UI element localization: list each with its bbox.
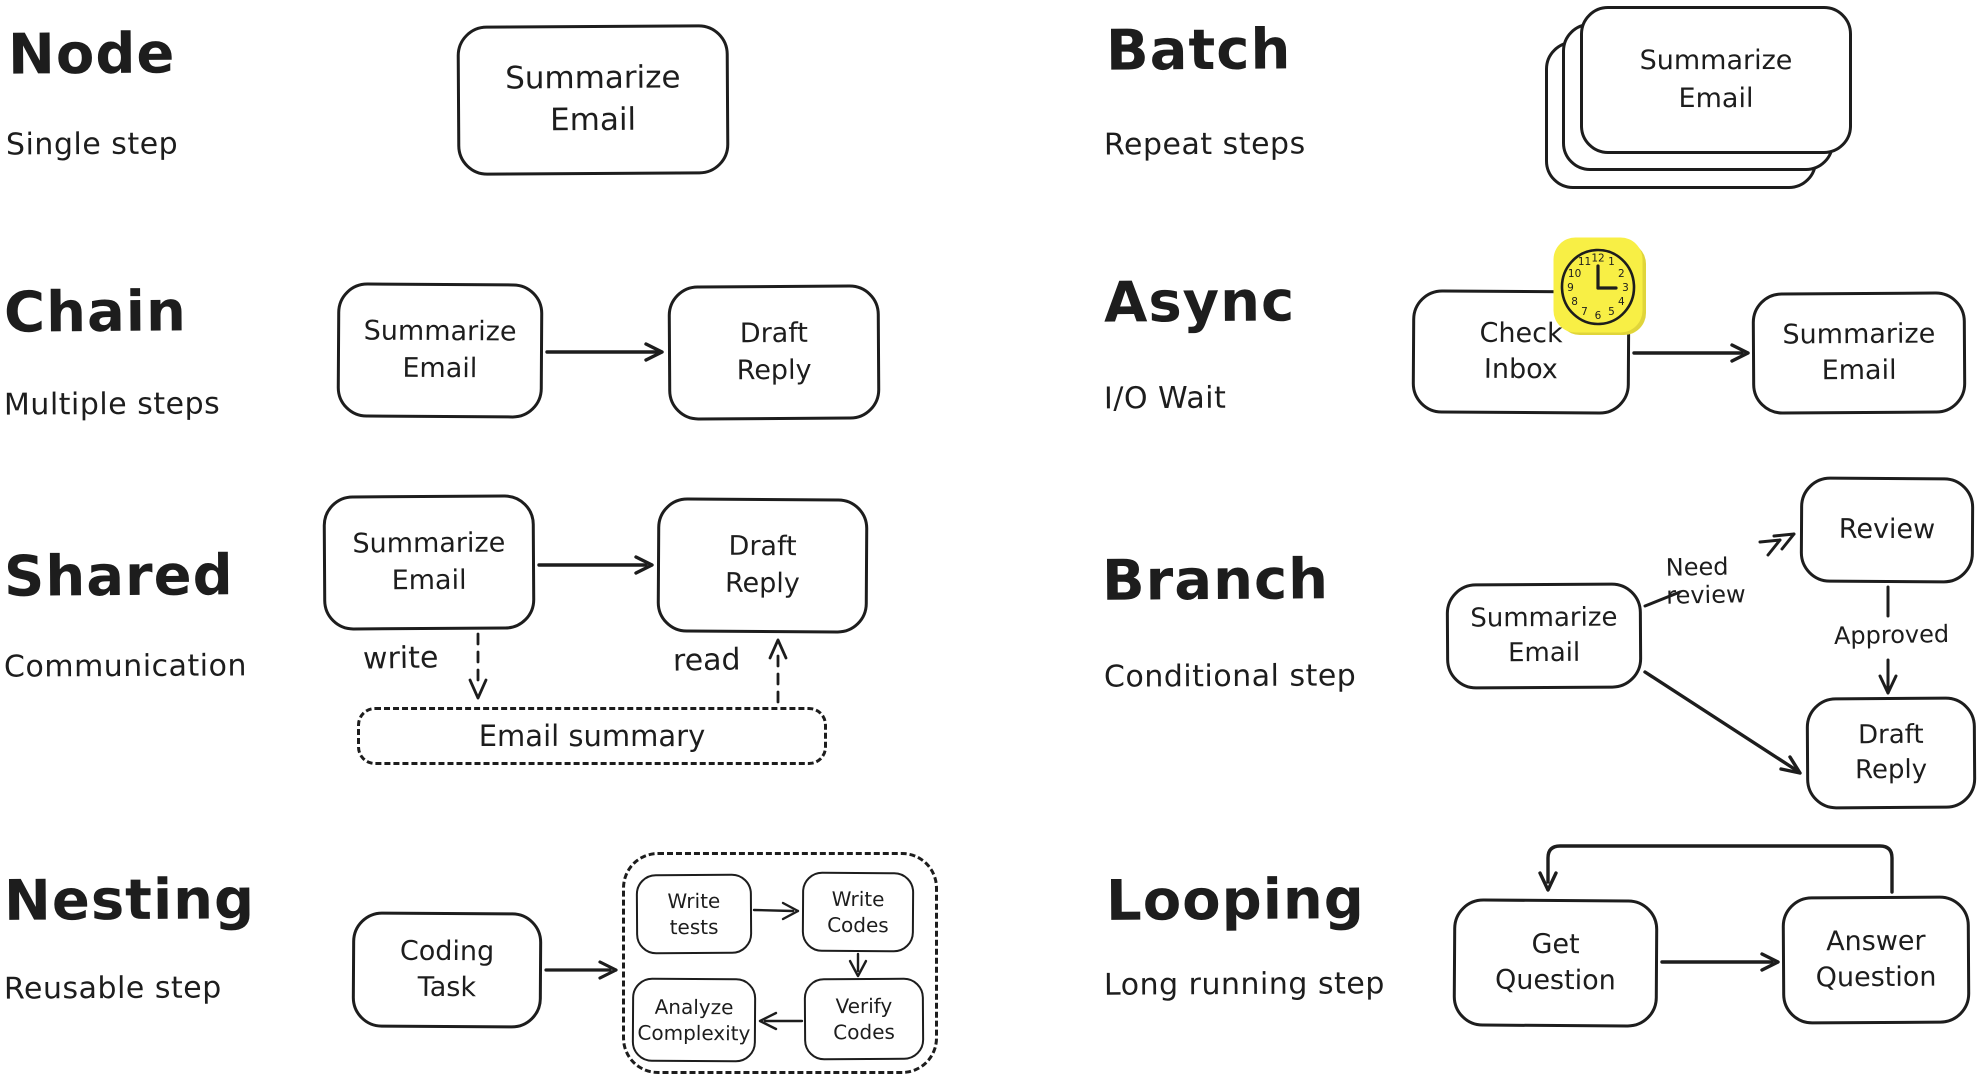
clock-face	[1560, 248, 1636, 326]
node-step-box: Summarize Email	[456, 24, 730, 176]
nesting-analyze-complexity-box: Analyze Complexity	[631, 977, 757, 1063]
shared-step2-box: Draft Reply	[656, 497, 869, 634]
clock-number: 2	[1618, 268, 1625, 280]
shared-subtitle: Communication	[3, 648, 248, 685]
node-title: Node	[7, 21, 176, 88]
arrow-looping-back	[1538, 844, 1894, 894]
arrow-shared-read	[768, 638, 788, 704]
branch-review-box: Review	[1799, 476, 1975, 584]
batch-subtitle: Repeat steps	[1103, 126, 1306, 163]
nesting-outer-step-box: Coding Task	[351, 911, 543, 1029]
arrow-chain	[545, 342, 664, 362]
nesting-subtitle: Reusable step	[3, 970, 222, 1007]
shared-read-label: read	[672, 642, 741, 679]
arrow-async	[1632, 343, 1750, 363]
branch-approved-label: Approved	[1833, 619, 1950, 651]
chain-step2-box: Draft Reply	[667, 284, 881, 421]
chain-subtitle: Multiple steps	[3, 386, 221, 423]
batch-title: Batch	[1105, 17, 1292, 84]
shared-step1-box: Summarize Email	[322, 494, 536, 631]
clock-number: 1	[1608, 256, 1615, 268]
nesting-write-codes-box: Write Codes	[801, 871, 915, 953]
async-subtitle: I/O Wait	[1103, 380, 1227, 417]
async-title: Async	[1103, 269, 1296, 336]
arrow-nesting-main	[544, 960, 618, 980]
arrow-looping-forward	[1660, 952, 1780, 972]
clock-number: 3	[1622, 282, 1629, 294]
shared-title: Shared	[3, 543, 234, 610]
branch-source-box: Summarize Email	[1445, 582, 1643, 690]
batch-card-front: Summarize Email	[1580, 6, 1852, 154]
looping-step1-box: Get Question	[1452, 898, 1659, 1028]
clock-number: 7	[1581, 306, 1588, 318]
clock-number: 6	[1595, 310, 1602, 322]
clock-numbers: 12 1 2 3 4 5 6 7 8 9 10 11	[1567, 253, 1629, 323]
nesting-verify-codes-box: Verify Codes	[803, 977, 925, 1061]
clock-icon: 12 1 2 3 4 5 6 7 8 9 10 11	[1553, 237, 1646, 335]
arrow-shared-write	[468, 632, 488, 700]
branch-subtitle: Conditional step	[1103, 658, 1357, 695]
looping-title: Looping	[1105, 867, 1366, 934]
nesting-title: Nesting	[3, 867, 256, 934]
arrow-shared-main	[537, 555, 654, 575]
chain-title: Chain	[3, 279, 188, 346]
looping-subtitle: Long running step	[1103, 966, 1385, 1003]
clock-number: 11	[1578, 256, 1591, 268]
clock-number: 12	[1591, 253, 1604, 265]
clock-hands	[1596, 264, 1618, 290]
shared-write-label: write	[362, 640, 439, 677]
branch-draft-box: Draft Reply	[1805, 696, 1977, 810]
nesting-cluster-box	[622, 852, 938, 1074]
arrow-branch-diagonal	[1643, 670, 1802, 775]
branch-title: Branch	[1101, 547, 1330, 614]
looping-step2-box: Answer Question	[1781, 895, 1971, 1025]
clock-number: 9	[1567, 282, 1574, 294]
clock-number: 4	[1618, 296, 1625, 308]
async-step2-box: Summarize Email	[1751, 291, 1967, 415]
node-subtitle: Single step	[5, 126, 179, 163]
nesting-write-tests-box: Write tests	[635, 873, 753, 955]
clock-number: 10	[1568, 268, 1581, 280]
branch-need-review-label: Need review	[1665, 552, 1746, 610]
clock-number: 8	[1571, 296, 1578, 308]
clock-number: 5	[1608, 306, 1615, 318]
chain-step1-box: Summarize Email	[336, 282, 544, 419]
shared-store-box: Email summary	[357, 707, 827, 765]
